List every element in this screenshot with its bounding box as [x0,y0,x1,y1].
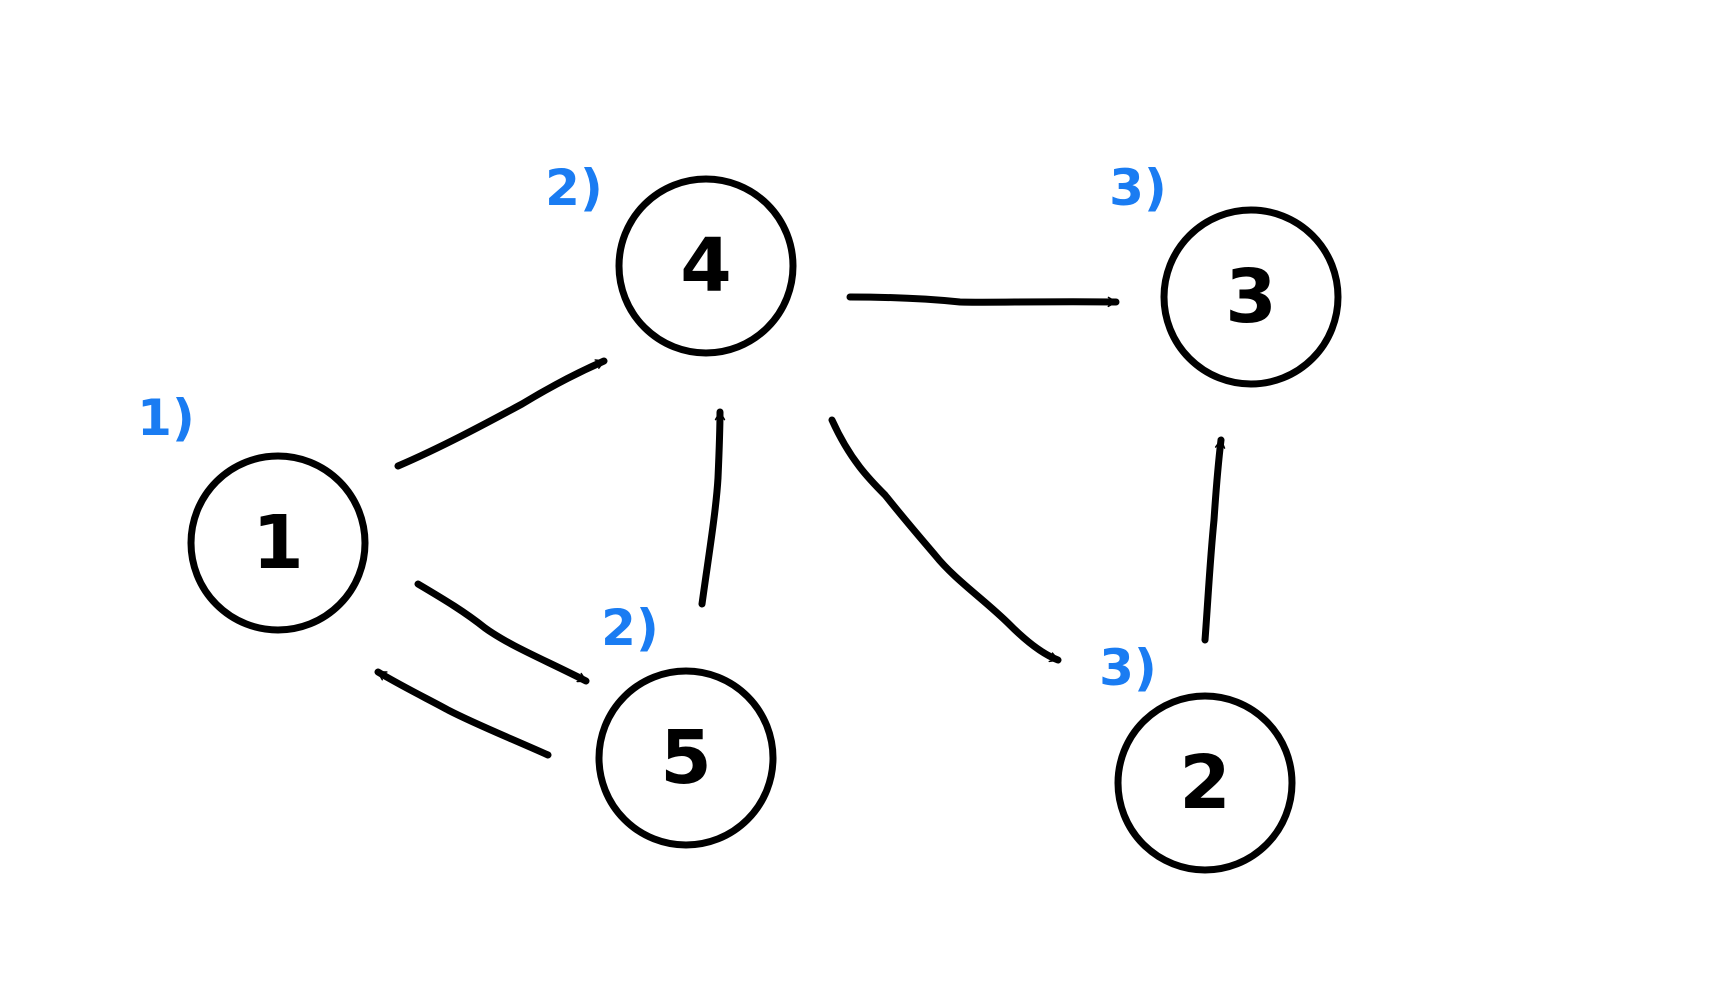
edge-5-to-4 [698,408,726,608]
edge-1-to-5 [414,580,590,685]
step-label-node-4: 2) [545,159,603,217]
step-label-node-5: 2) [601,599,659,657]
node-1-ring [187,452,369,634]
node-1-label: 1 [252,500,304,586]
edge-4-to-3 [846,293,1120,308]
step-annotations: 1) 2) 2) 3) 3) [137,159,1167,697]
step-label-node-3: 3) [1109,159,1167,217]
node-5-label: 5 [660,715,712,801]
node-1[interactable]: 1 [187,452,369,634]
node-2[interactable]: 2 [1114,692,1296,874]
edge-2-to-3 [1201,436,1226,644]
step-label-node-2: 3) [1099,639,1157,697]
step-label-node-1: 1) [137,389,195,447]
edges [374,293,1226,759]
node-3-ring [1160,206,1342,388]
node-5-ring [595,667,777,849]
node-2-label: 2 [1179,740,1231,826]
edge-1-to-4 [394,357,608,470]
node-4-label: 4 [680,223,732,309]
node-5[interactable]: 5 [595,667,777,849]
node-4-ring [615,175,797,357]
edge-5-to-1 [374,668,552,759]
edge-4-to-2 [828,416,1062,664]
node-4[interactable]: 4 [615,175,797,357]
node-3-label: 3 [1225,254,1277,340]
node-2-ring [1114,692,1296,874]
graph-nodes: 1 4 5 2 3 [187,175,1342,874]
node-3[interactable]: 3 [1160,206,1342,388]
